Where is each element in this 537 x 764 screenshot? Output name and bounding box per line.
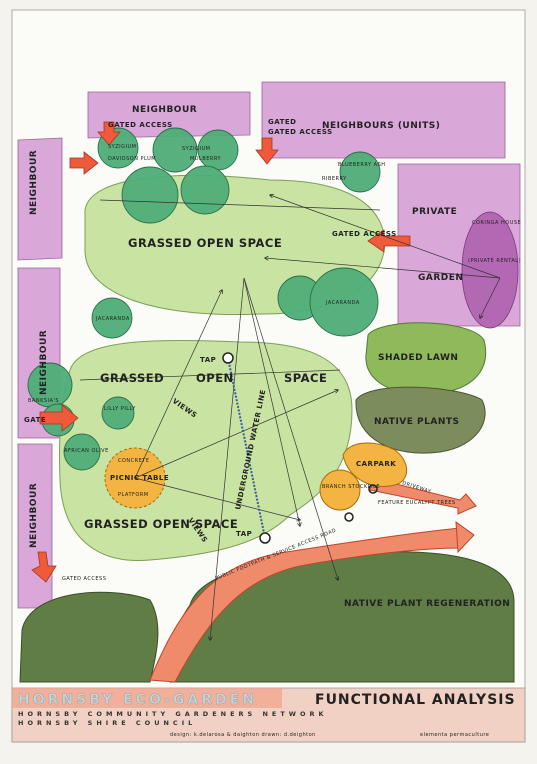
label-gate-left: GATE — [24, 416, 46, 424]
neighbour-left-upper-block — [17, 137, 63, 261]
view-line-7 — [134, 290, 222, 479]
label-grassed-open-space-top: GRASSED OPEN SPACE — [128, 236, 282, 250]
label-carpark: CARPARK — [356, 460, 396, 468]
label-gated-access-bottom-left: GATED ACCESS — [62, 576, 106, 582]
label-lilly-pilly: LILLY PILLY — [104, 406, 136, 412]
gated-access-arrow-right — [367, 229, 411, 253]
blueberry-ash-tree — [339, 151, 381, 193]
label-neighbour-left-upper: NEIGHBOUR — [29, 150, 39, 215]
label-neighbour-left-mid: NEIGHBOUR — [39, 330, 49, 395]
view-line-10 — [79, 369, 341, 381]
label-neighbour-top: NEIGHBOUR — [132, 105, 197, 115]
label-native-plants: NATIVE PLANTS — [374, 417, 459, 427]
label-neighbours-units: NEIGHBOURS (UNITS) — [322, 121, 440, 131]
eucalypt-tree-icon-2 — [344, 512, 354, 522]
gate-arrow-left — [39, 404, 79, 432]
shaded-lawn-area — [365, 322, 486, 395]
subtitle: FUNCTIONAL ANALYSIS — [315, 692, 516, 708]
label-neighbour-left-lower: NEIGHBOUR — [29, 483, 39, 548]
label-gated-access-top-left: GATED ACCESS — [108, 121, 173, 129]
label-davidson-plum: DAVIDSON PLUM — [108, 156, 156, 162]
label-shaded-lawn: SHADED LAWN — [378, 353, 458, 363]
label-riberry: RIBERRY — [322, 176, 347, 182]
african-olive-tree — [63, 433, 101, 471]
tap-top-icon — [222, 352, 234, 364]
label-branch-stockpile: BRANCH STOCKPILE — [322, 484, 380, 490]
label-private-rental: (PRIVATE RENTAL) — [468, 258, 521, 264]
label-banksias: BANKSIA'S — [28, 398, 59, 404]
carpark-area — [342, 442, 408, 487]
label-tap-top: TAP — [200, 356, 216, 364]
syzigium-tree-2 — [152, 127, 198, 173]
underground-water-line — [227, 357, 266, 539]
gated-access-arrow-bottom-left — [31, 551, 57, 583]
jacaranda-tree-right — [309, 267, 379, 337]
label-picnic-table: PICNIC TABLE — [110, 474, 169, 482]
label-picnic-platform: PLATFORM — [118, 492, 149, 498]
label-private: PRIVATE — [412, 207, 457, 217]
firm-line: elementa permaculture — [420, 732, 489, 738]
label-grassed-open-space-bottom: GRASSED OPEN SPACE — [84, 517, 238, 531]
label-coringa-house: CORINGA HOUSE — [472, 220, 521, 226]
tap-bottom-icon — [259, 532, 271, 544]
jacaranda-tree-left — [91, 297, 133, 339]
label-gated-access-right: GATED ACCESS — [332, 230, 397, 238]
road-arrow-head — [455, 520, 475, 554]
regeneration-area-left — [19, 591, 159, 683]
label-jacaranda-right: JACARANDA — [325, 300, 360, 306]
label-blueberry-ash: BLUEBERRY ASH — [338, 162, 386, 168]
native-plants-area — [355, 386, 486, 454]
gated-access-arrow-left-upper — [69, 151, 99, 175]
lilly-pilly-tree — [101, 396, 135, 430]
view-line-6 — [480, 277, 501, 318]
label-african-olive: AFRICAN OLIVE — [64, 448, 109, 454]
label-feature-eucalypt-trees: FEATURE EUCALYPT TREES — [378, 500, 456, 506]
view-line-9 — [134, 477, 300, 520]
title: HORNSBY ECO-GARDEN — [18, 692, 257, 708]
neighbour-top-block — [87, 91, 251, 139]
view-line-1 — [210, 277, 245, 640]
view-line-3 — [243, 277, 300, 526]
eucalypt-tree-icon-1 — [368, 484, 378, 494]
driveway-arrow — [369, 477, 477, 515]
view-line-11 — [99, 199, 381, 211]
branch-stockpile-circle — [319, 469, 361, 511]
label-syzigium-2: SYZIGIUM — [182, 146, 210, 152]
credits-line: design: k.delarosa & daighton drawn: d.d… — [170, 732, 316, 738]
network-line: HORNSBY COMMUNITY GARDENERS NETWORK — [18, 710, 328, 718]
label-space: SPACE — [284, 371, 327, 385]
label-garden: GARDEN — [418, 273, 463, 283]
coringa-house-shape — [461, 211, 519, 329]
label-jacaranda-left: JACARANDA — [95, 316, 130, 322]
view-line-5 — [270, 195, 501, 279]
label-mulberry: MULBERRY — [190, 156, 221, 162]
label-native-plant-regeneration: NATIVE PLANT REGENERATION — [344, 599, 510, 609]
davidson-plum-tree — [121, 166, 179, 224]
view-line-2 — [243, 277, 338, 580]
label-tap-bottom: TAP — [236, 530, 252, 538]
label-gated-access-top-mid-1: GATED — [268, 118, 297, 126]
label-grassed: GRASSED — [100, 371, 164, 385]
view-line-8 — [134, 390, 338, 479]
neighbours-units-block — [261, 81, 506, 159]
label-open: OPEN — [196, 371, 234, 385]
fruit-tree-cluster — [180, 165, 230, 215]
gated-access-arrow-top-mid — [255, 137, 279, 165]
gated-access-arrow-top-left — [97, 121, 121, 146]
label-gated-access-top-mid: GATED ACCESS — [268, 128, 333, 136]
label-picnic-concrete: CONCRETE — [118, 458, 150, 464]
label-syzigium-1: SYZIGIUM — [108, 144, 136, 150]
view-line-4 — [265, 258, 501, 279]
title-band — [12, 688, 282, 708]
council-line: HORNSBY SHIRE COUNCIL — [18, 719, 196, 727]
